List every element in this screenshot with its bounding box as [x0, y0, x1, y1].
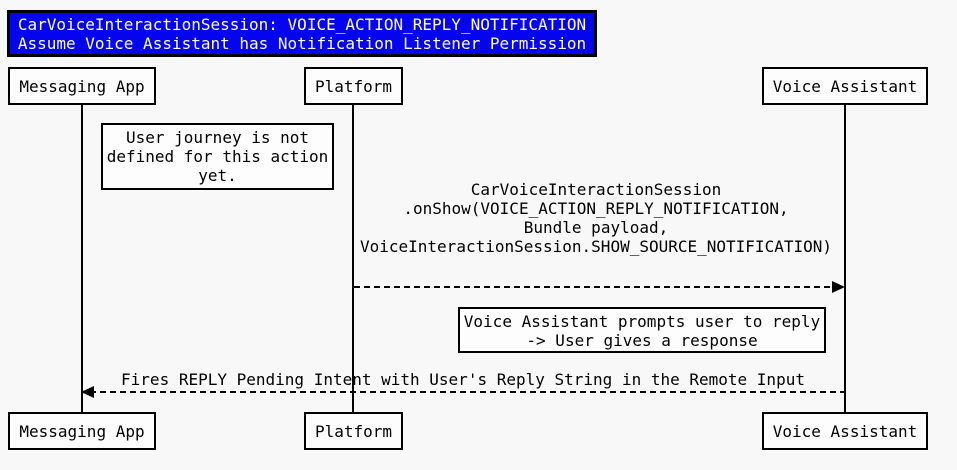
participant-label: Messaging App — [19, 76, 145, 96]
message-line: VoiceInteractionSession.SHOW_SOURCE_NOTI… — [359, 237, 832, 256]
lifeline-voice-assistant — [844, 105, 846, 412]
message-fires-reply-arrow-line — [90, 391, 844, 393]
diagram-title-banner: CarVoiceInteractionSession: VOICE_ACTION… — [7, 10, 597, 57]
participant-label: Platform — [314, 421, 393, 441]
participant-messaging-app-top: Messaging App — [8, 67, 156, 105]
message-line: Fires REPLY Pending Intent with User's R… — [121, 370, 805, 389]
participant-label: Platform — [314, 76, 393, 96]
participant-label: Voice Assistant — [772, 76, 918, 96]
message-onshow-label: CarVoiceInteractionSession .onShow(VOICE… — [346, 180, 846, 256]
arrowhead-left-icon — [81, 386, 94, 398]
note-line: yet. — [198, 166, 237, 185]
message-line: .onShow(VOICE_ACTION_REPLY_NOTIFICATION, — [403, 199, 789, 218]
lifeline-messaging-app — [81, 105, 83, 412]
participant-label: Messaging App — [19, 421, 145, 441]
message-line: Bundle payload, — [523, 218, 669, 237]
participant-platform-bottom: Platform — [304, 412, 403, 450]
note-line: User journey is not — [125, 128, 310, 147]
message-line: CarVoiceInteractionSession — [470, 180, 722, 199]
note-line: Voice Assistant prompts user to reply — [463, 312, 821, 331]
note-voice-assistant-prompts: Voice Assistant prompts user to reply ->… — [458, 307, 826, 353]
note-line: defined for this action — [106, 147, 329, 166]
message-onshow-arrow-line — [354, 286, 836, 288]
participant-platform-top: Platform — [304, 67, 403, 105]
participant-label: Voice Assistant — [772, 421, 918, 441]
note-user-journey: User journey is not defined for this act… — [101, 123, 334, 190]
participant-voice-assistant-bottom: Voice Assistant — [762, 412, 928, 450]
lifeline-platform — [352, 105, 354, 412]
diagram-title-line-1: CarVoiceInteractionSession: VOICE_ACTION… — [17, 15, 587, 34]
participant-voice-assistant-top: Voice Assistant — [762, 67, 928, 105]
note-line: -> User gives a response — [526, 331, 758, 350]
diagram-title-line-2: Assume Voice Assistant has Notification … — [17, 34, 587, 53]
arrowhead-right-icon — [832, 281, 845, 293]
message-fires-reply-label: Fires REPLY Pending Intent with User's R… — [113, 370, 813, 389]
participant-messaging-app-bottom: Messaging App — [8, 412, 156, 450]
